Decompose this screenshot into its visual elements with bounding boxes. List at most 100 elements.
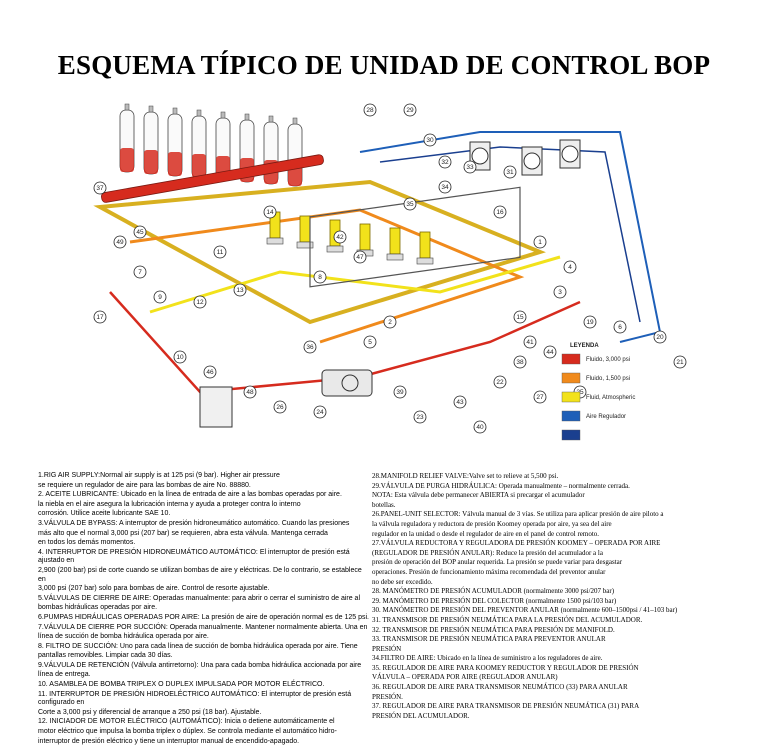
svg-text:22: 22 [496, 379, 504, 386]
note-line: la válvula reguladora y reductora de pre… [372, 519, 612, 528]
note-line: en todos los demás momentos. [38, 539, 136, 547]
callout-9: 9 [153, 290, 167, 304]
svg-text:35: 35 [406, 201, 414, 208]
legend-label: Fluido, 1,500 psi [586, 376, 630, 382]
accumulator-bottles [119, 103, 303, 187]
callout-38: 38 [513, 355, 527, 369]
note-line: 33. TRANSMISOR DE PRESIÓN NEUMÁTICA PARA… [372, 635, 606, 644]
svg-text:30: 30 [426, 137, 434, 144]
svg-text:8: 8 [318, 274, 322, 281]
callout-5: 5 [363, 335, 377, 349]
callout-40: 40 [473, 420, 487, 434]
svg-text:19: 19 [586, 319, 594, 326]
svg-text:16: 16 [496, 209, 504, 216]
air-regulator-line [359, 131, 662, 343]
note-line: 6.PUMPAS HIDRÁULICAS OPERADAS POR AIRE: … [38, 613, 369, 621]
callout-1: 1 [533, 235, 547, 249]
note-line: 31. TRANSMISOR DE PRESIÓN NEUMÁTICA PARA… [372, 615, 643, 624]
note-line: Corte a 3,000 psi y diferencial de arran… [38, 708, 262, 716]
svg-text:34: 34 [441, 184, 449, 191]
legend-heading: LEYENDA [570, 343, 599, 349]
callout-10: 10 [173, 350, 187, 364]
legend-swatch [561, 410, 581, 422]
callout-28: 28 [363, 103, 377, 117]
fluid-1500-pipe [129, 208, 525, 344]
svg-text:27: 27 [536, 394, 544, 401]
legend-label: Aire Regulador [586, 414, 626, 420]
note-line: 29. MANÓMETRO DE PRESIÓN DEL COLECTOR (n… [372, 596, 617, 605]
note-line: 11. INTERRUPTOR DE PRESIÓN HIDROELÉCTRIC… [38, 690, 352, 707]
motor-icon [341, 374, 359, 392]
callout-42: 42 [333, 230, 347, 244]
accumulator-bottle [167, 107, 183, 177]
note-line: 37. REGULADOR DE AIRE PARA TRANSMISOR DE… [372, 702, 640, 711]
svg-text:40: 40 [476, 424, 484, 431]
accumulator-bottle [191, 109, 207, 179]
svg-text:7: 7 [138, 269, 142, 276]
note-line: 36. REGULADOR DE AIRE PARA TRANSMISOR NE… [372, 683, 628, 692]
page-title: ESQUEMA TÍPICO DE UNIDAD DE CONTROL BOP [57, 50, 711, 80]
note-line: motor eléctrico que impulsa la bomba tri… [38, 728, 337, 736]
callout-3: 3 [553, 285, 567, 299]
callout-45: 45 [133, 225, 147, 239]
svg-text:48: 48 [246, 389, 254, 396]
legend-item: Fluido, 1,500 psi [561, 372, 630, 384]
notes-right-column: 28.MANIFOLD RELIEF VALVE:Valve set to re… [372, 472, 764, 721]
manifold-valve [416, 231, 434, 265]
callout-39: 39 [393, 385, 407, 399]
note-line: 8. FILTRO DE SUCCIÓN: Uno para cada líne… [38, 642, 358, 650]
callout-20: 20 [653, 330, 667, 344]
svg-text:20: 20 [656, 334, 664, 341]
skid-frame [93, 179, 546, 325]
manifold-valves [266, 211, 434, 265]
note-line: 35. REGULADOR DE AIRE PARA KOOMEY REDUCT… [372, 663, 639, 672]
callout-34: 34 [438, 180, 452, 194]
note-line: 26.PANEL-UNIT SELECTOR: Válvula manual d… [372, 510, 664, 519]
accumulator-bottle [215, 111, 231, 181]
air-pressure-line [379, 146, 641, 323]
note-line: interruptor de presión eléctrico y tiene… [38, 737, 300, 745]
callout-48: 48 [243, 385, 257, 399]
svg-text:3: 3 [558, 289, 562, 296]
callout-26: 26 [273, 400, 287, 414]
svg-text:9: 9 [158, 294, 162, 301]
svg-text:36: 36 [306, 344, 314, 351]
callout-41: 41 [523, 335, 537, 349]
callout-7: 7 [133, 265, 147, 279]
note-line: 34.FILTRO DE AIRE: Ubicado en la línea d… [372, 654, 603, 663]
callout-29: 29 [403, 103, 417, 117]
note-line: 12. INICIADOR DE MOTOR ELÉCTRICO (AUTOMÁ… [38, 718, 335, 726]
manifold-valve [386, 227, 404, 261]
callout-32: 32 [438, 155, 452, 169]
note-line: botellas. [372, 500, 396, 509]
note-line: PRESIÓN. [372, 692, 403, 701]
callout-14: 14 [263, 205, 277, 219]
callout-22: 22 [493, 375, 507, 389]
svg-text:44: 44 [546, 349, 554, 356]
callout-33: 33 [463, 160, 477, 174]
svg-text:15: 15 [516, 314, 524, 321]
svg-text:2: 2 [388, 319, 392, 326]
note-line: VÁLVULA – OPERADA POR AIRE (REGULADOR AN… [372, 673, 558, 682]
atmospheric-pipe [149, 255, 561, 314]
note-line: presión de operación del BOP anular requ… [372, 558, 623, 567]
callout-23: 23 [413, 410, 427, 424]
svg-text:45: 45 [136, 229, 144, 236]
svg-text:13: 13 [236, 287, 244, 294]
accumulator-bottle [287, 117, 303, 187]
callout-31: 31 [503, 165, 517, 179]
pressure-gauges [469, 139, 581, 176]
svg-text:24: 24 [316, 409, 324, 416]
callout-2: 2 [383, 315, 397, 329]
callout-4: 4 [563, 260, 577, 274]
note-line: 29.VÁLVULA DE PURGA HIDRÁULICA: Operada … [372, 481, 630, 490]
note-line: 28. MANÓMETRO DE PRESIÓN ACUMULADOR (nor… [372, 587, 615, 596]
note-line: 3.VÁLVULA DE BYPASS: A interruptor de pr… [38, 519, 350, 527]
svg-text:17: 17 [96, 314, 104, 321]
callout-16: 16 [493, 205, 507, 219]
note-line: línea de entrega. [38, 671, 91, 679]
note-line: 3,000 psi (207 bar) solo para bombas de … [38, 585, 270, 593]
